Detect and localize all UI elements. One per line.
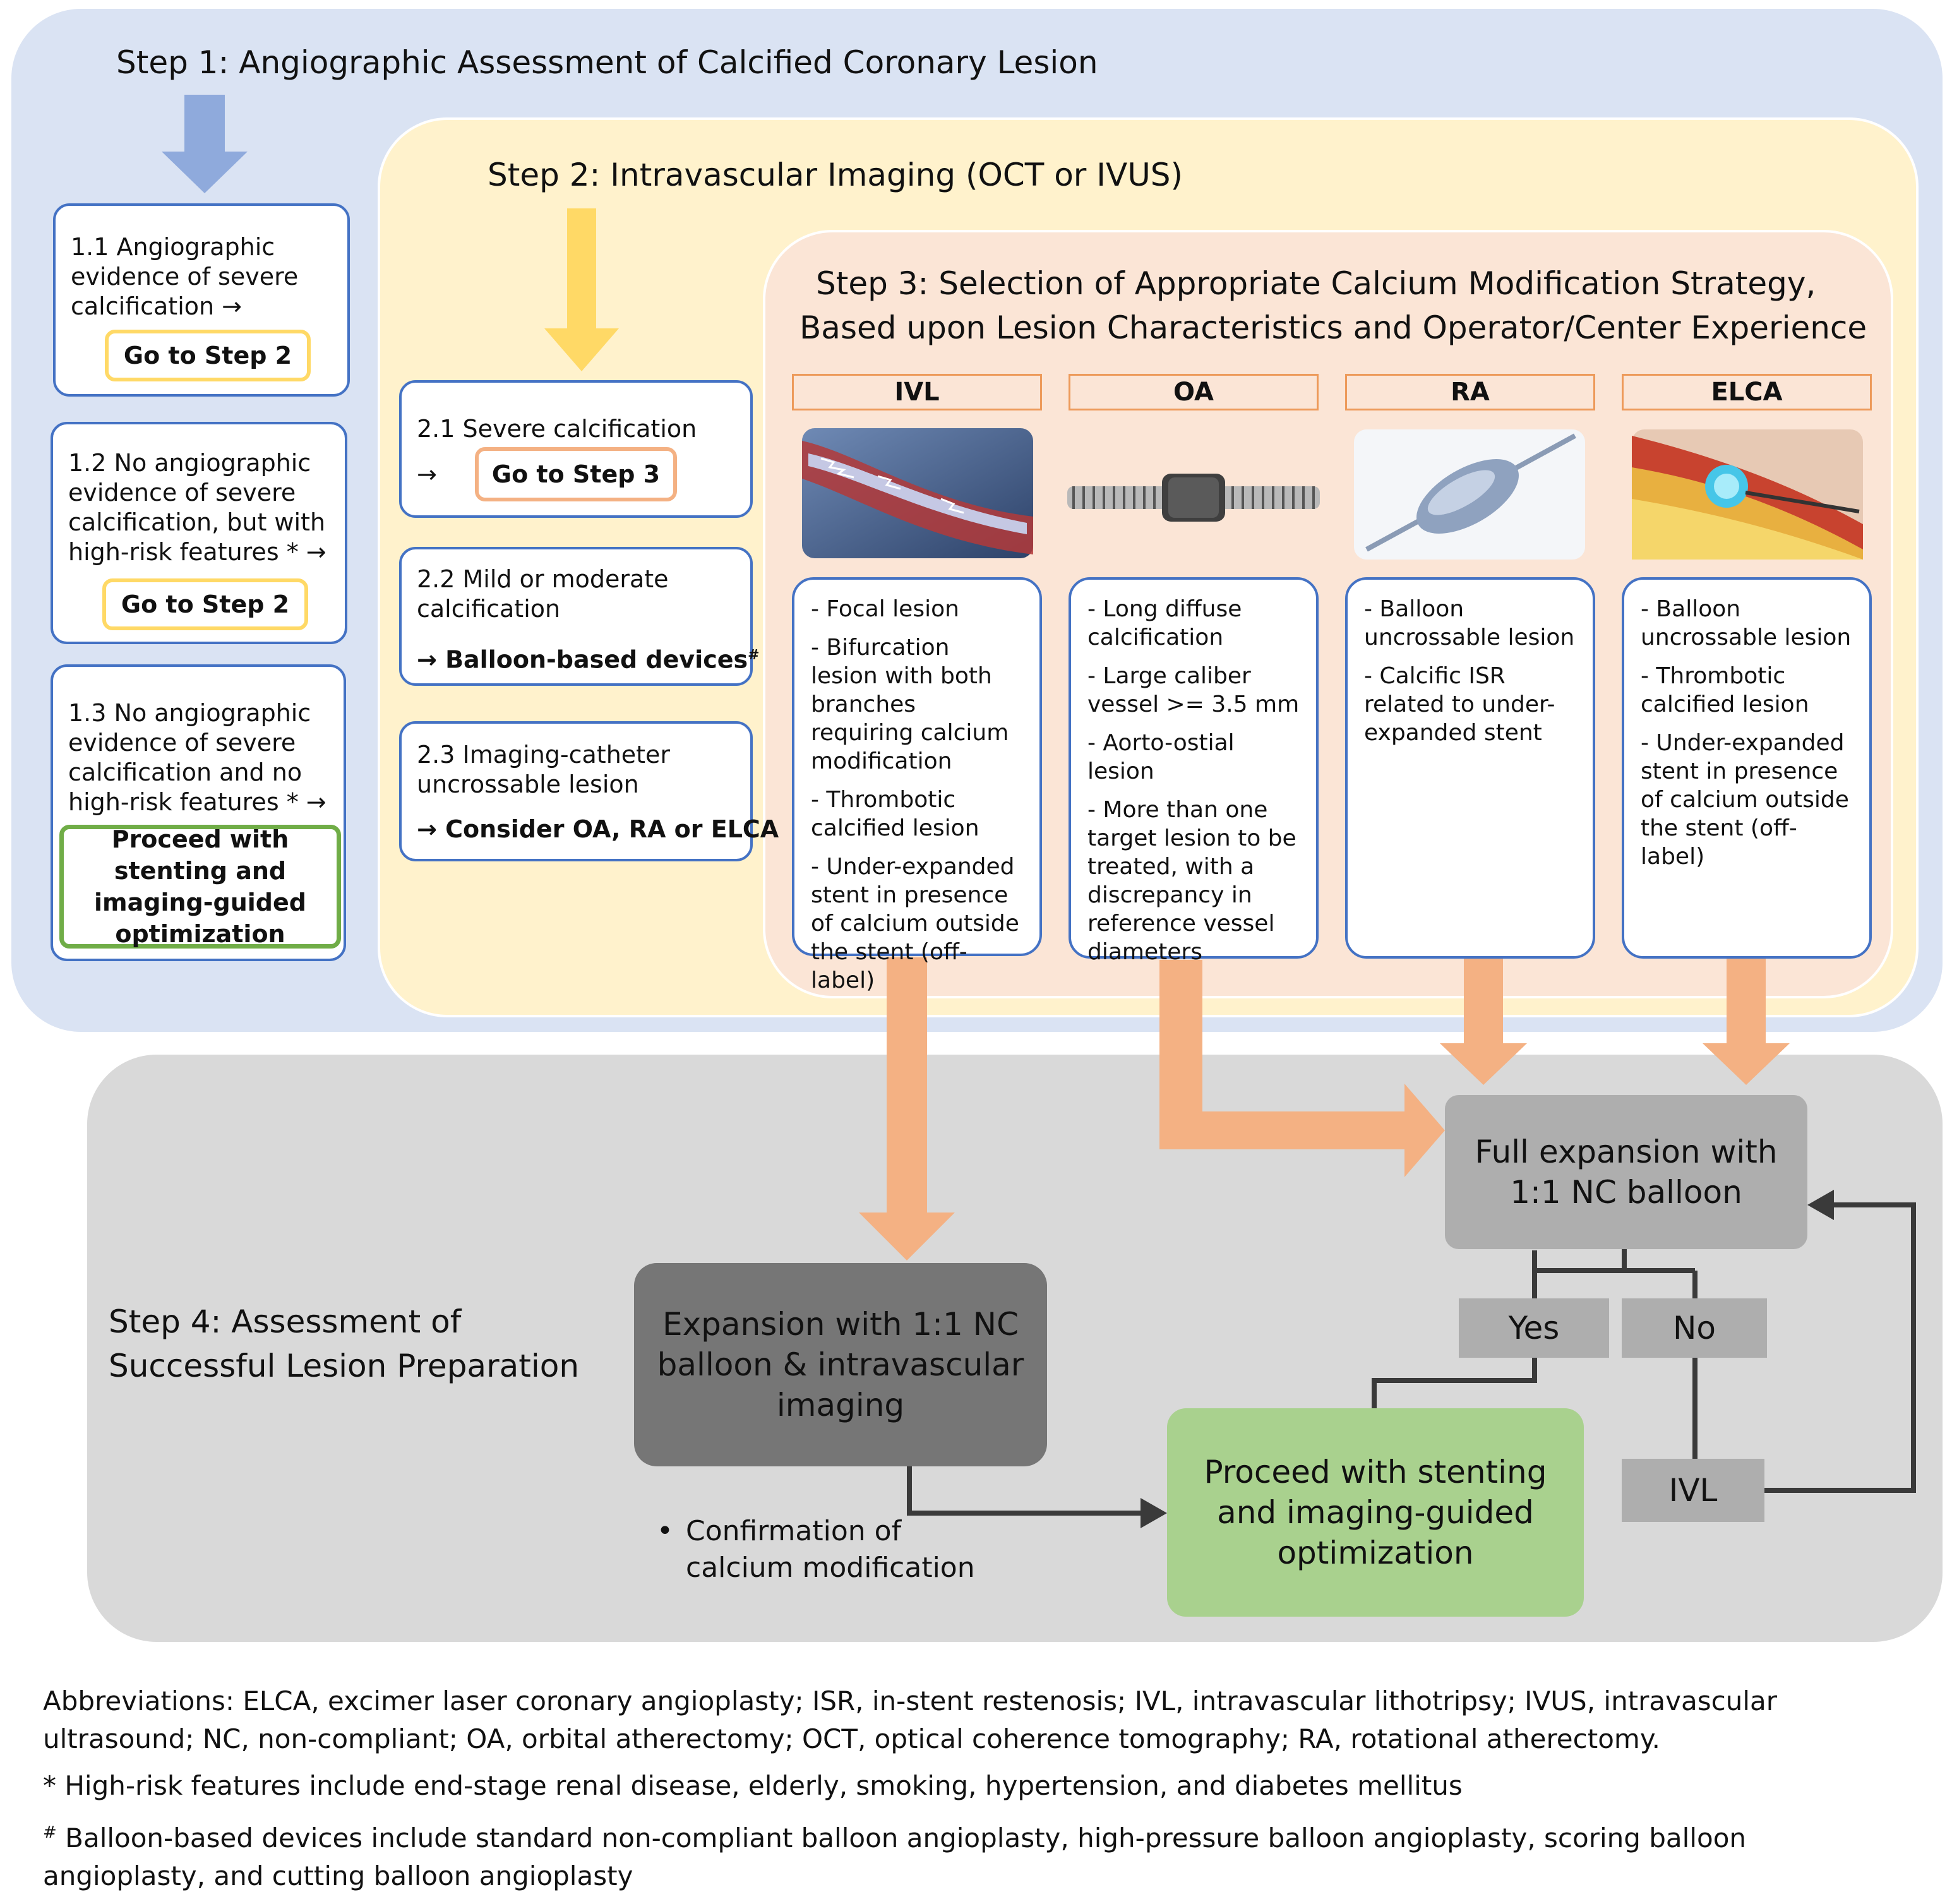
yes-label[interactable]: Yes xyxy=(1459,1298,1609,1358)
oa-device-image xyxy=(1067,474,1320,522)
ivl-retry-label[interactable]: IVL xyxy=(1622,1459,1764,1522)
high-risk-note: * High-risk features include end-stage r… xyxy=(43,1770,1463,1801)
balloon-note-mark: # xyxy=(43,1823,57,1842)
consider-oa-ra-elca-link[interactable]: → Consider OA, RA or ELCA xyxy=(417,815,779,843)
ra-to-full-expansion-arrow xyxy=(1440,957,1527,1085)
ivl-criterion: - Bifurcation lesion with both branches … xyxy=(811,635,1009,774)
step1-box-2: 1.2 No angiographic evidence of severe c… xyxy=(51,422,347,644)
column-header-ivl[interactable]: IVL xyxy=(792,374,1042,410)
proceed-stenting-box[interactable]: Proceed with stenting and imaging-guided… xyxy=(1167,1408,1584,1617)
balloon-devices-label: → Balloon-based devices xyxy=(417,645,748,674)
expansion-to-proceed-connector xyxy=(907,1466,1143,1516)
step1-down-arrow xyxy=(162,95,248,193)
ivl-device-image xyxy=(802,428,1033,558)
elca-criterion: - Balloon uncrossable lesion xyxy=(1641,596,1852,650)
column-header-ra[interactable]: RA xyxy=(1345,374,1595,410)
ivl-loop-connector xyxy=(1763,1202,1916,1493)
step3-title-line1: Step 3: Selection of Appropriate Calcium… xyxy=(816,265,1816,302)
oa-criterion: - Long diffuse calcification xyxy=(1087,596,1242,650)
ra-criterion: - Balloon uncrossable lesion xyxy=(1364,596,1575,650)
balloon-note-text: Balloon-based devices include standard n… xyxy=(43,1823,1747,1891)
abbreviations-note: Abbreviations: ELCA, excimer laser coron… xyxy=(43,1685,1778,1754)
oa-criterion: - Aorto-ostial lesion xyxy=(1087,730,1235,784)
yes-to-proceed-connector xyxy=(1372,1356,1537,1408)
ivl-criterion: - Under-expanded stent in presence of ca… xyxy=(811,854,1019,993)
ivl-criterion: - Focal lesion xyxy=(811,596,959,622)
go-to-step3-button[interactable]: Go to Step 3 xyxy=(475,447,677,501)
step2-box-1: 2.1 Severe calcification → Go to Step 3 xyxy=(399,380,753,518)
step2-box-2: 2.2 Mild or moderate calcification → Bal… xyxy=(399,547,760,686)
step3-title-line2: Based upon Lesion Characteristics and Op… xyxy=(799,309,1867,346)
step2-box-2-text: 2.2 Mild or moderate calcification xyxy=(417,565,669,623)
oa-criterion: - Large caliber vessel >= 3.5 mm xyxy=(1087,663,1300,717)
step1-box-3-text: 1.3 No angiographic evidence of severe c… xyxy=(68,699,326,816)
no-label[interactable]: No xyxy=(1622,1298,1767,1358)
step2-box-1-text: 2.1 Severe calcification xyxy=(417,415,697,443)
step2-title: Step 2: Intravascular Imaging (OCT or IV… xyxy=(488,157,1183,193)
step1-box-2-text: 1.2 No angiographic evidence of severe c… xyxy=(68,449,326,566)
expansion-to-proceed-arrowhead xyxy=(1141,1498,1167,1528)
elca-device-image xyxy=(1632,429,1863,560)
confirmation-line1: Confirmation of xyxy=(686,1515,902,1547)
oa-criterion: - More than one target lesion to be trea… xyxy=(1087,797,1296,965)
criteria-box-ra: - Balloon uncrossable lesion - Calcific … xyxy=(1345,577,1595,959)
ivl-to-expansion-arrow xyxy=(859,957,955,1260)
elca-criterion: - Under-expanded stent in presence of ca… xyxy=(1641,730,1849,870)
step1-box-1: 1.1 Angiographic evidence of severe calc… xyxy=(53,203,350,397)
step2-box-3-text: 2.3 Imaging-catheter uncrossable lesion xyxy=(417,741,671,798)
elca-criterion: - Thrombotic calcified lesion xyxy=(1641,663,1809,717)
step2-box-1-arrow: → xyxy=(417,460,437,488)
full-expansion-box[interactable]: Full expansion with 1:1 NC balloon xyxy=(1445,1095,1807,1249)
go-to-step2-button-1[interactable]: Go to Step 2 xyxy=(105,330,311,381)
ivl-loop-arrowhead xyxy=(1807,1190,1834,1220)
balloon-footnote-mark: # xyxy=(748,647,760,663)
column-header-elca[interactable]: ELCA xyxy=(1622,374,1872,410)
step1-title: Step 1: Angiographic Assessment of Calci… xyxy=(116,44,1098,81)
step4-title-line2: Successful Lesion Preparation xyxy=(109,1348,580,1384)
criteria-box-elca: - Balloon uncrossable lesion - Thromboti… xyxy=(1622,577,1872,959)
oa-to-full-expansion-arrow xyxy=(1159,960,1445,1177)
column-header-oa[interactable]: OA xyxy=(1069,374,1319,410)
footnotes: Abbreviations: ELCA, excimer laser coron… xyxy=(43,1682,1912,1904)
split-connector xyxy=(1532,1250,1627,1273)
confirmation-line2: calcium modification xyxy=(686,1552,975,1584)
balloon-devices-link[interactable]: → Balloon-based devices# xyxy=(417,640,760,675)
ra-device-image xyxy=(1354,429,1585,560)
ivl-criterion: - Thrombotic calcified lesion xyxy=(811,787,979,841)
ra-criterion: - Calcific ISR related to under-expanded… xyxy=(1364,663,1555,746)
proceed-stenting-button-step1[interactable]: Proceed with stenting and imaging-guided… xyxy=(59,825,341,949)
go-to-step2-button-2[interactable]: Go to Step 2 xyxy=(102,578,308,630)
step2-box-3: 2.3 Imaging-catheter uncrossable lesion … xyxy=(399,721,779,861)
step2-down-arrow xyxy=(544,208,619,371)
step4-title-line1: Step 4: Assessment of xyxy=(109,1303,462,1340)
step1-box-3: 1.3 No angiographic evidence of severe c… xyxy=(51,664,346,961)
criteria-box-ivl: - Focal lesion - Bifurcation lesion with… xyxy=(792,577,1042,993)
step1-box-1-text: 1.1 Angiographic evidence of severe calc… xyxy=(71,233,299,320)
criteria-box-oa: - Long diffuse calcification - Large cal… xyxy=(1069,577,1319,965)
confirmation-note: • Confirmation of calcium modification xyxy=(657,1513,975,1586)
elca-to-full-expansion-arrow xyxy=(1703,957,1790,1085)
expansion-imaging-box[interactable]: Expansion with 1:1 NC balloon & intravas… xyxy=(634,1263,1047,1466)
bullet: • xyxy=(657,1515,673,1547)
balloon-devices-note: # Balloon-based devices include standard… xyxy=(43,1814,1912,1895)
